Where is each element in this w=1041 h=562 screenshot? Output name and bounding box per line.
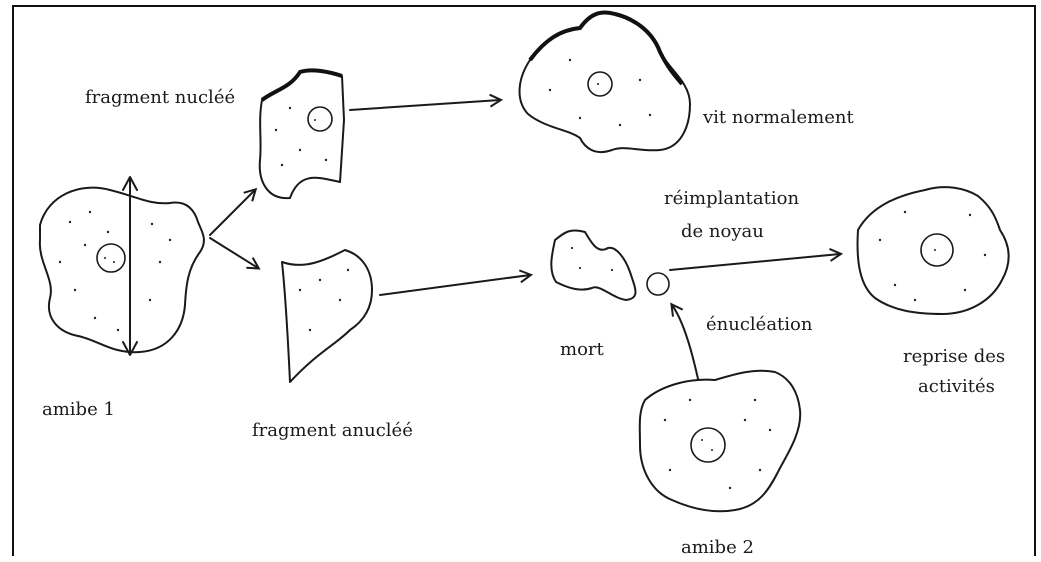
- transplanted-nucleus: [647, 273, 669, 295]
- label-reimplantation-2: de noyau: [681, 221, 764, 242]
- dead-fragment: [551, 230, 635, 300]
- label-enucleation: énucléation: [706, 314, 813, 335]
- arrow-to-normal: [350, 100, 500, 110]
- arrow-to-death: [380, 275, 530, 295]
- recovered-cell: [858, 187, 1009, 314]
- label-mort: mort: [560, 339, 605, 360]
- amoeba-1: [40, 177, 204, 355]
- label-reprise-1: reprise des: [903, 346, 1005, 367]
- nucleated-fragment: [260, 70, 344, 198]
- amoeba-2: [640, 371, 800, 512]
- recovered-cell-nucleus: [921, 234, 953, 266]
- label-amibe-1: amibe 1: [42, 399, 115, 420]
- amoeba-2-nucleus: [691, 428, 725, 462]
- normal-living-cell: [520, 13, 690, 153]
- arrow-reimplantation: [670, 254, 840, 270]
- label-reprise-2: activités: [918, 376, 995, 397]
- label-reimplantation-1: réimplantation: [664, 188, 799, 209]
- label-amibe-2: amibe 2: [681, 537, 754, 558]
- split-arrow-down: [210, 238, 258, 268]
- label-vit-normalement: vit normalement: [702, 107, 854, 128]
- normal-cell-nucleus: [588, 72, 612, 96]
- amoeba-1-nucleus: [97, 244, 125, 272]
- label-fragment-anuclee: fragment anucléé: [252, 420, 413, 441]
- fragment-nucleus: [308, 107, 332, 131]
- anucleated-fragment: [282, 250, 372, 382]
- label-fragment-nuclee: fragment nucléé: [85, 87, 235, 108]
- split-arrow-up: [210, 190, 255, 235]
